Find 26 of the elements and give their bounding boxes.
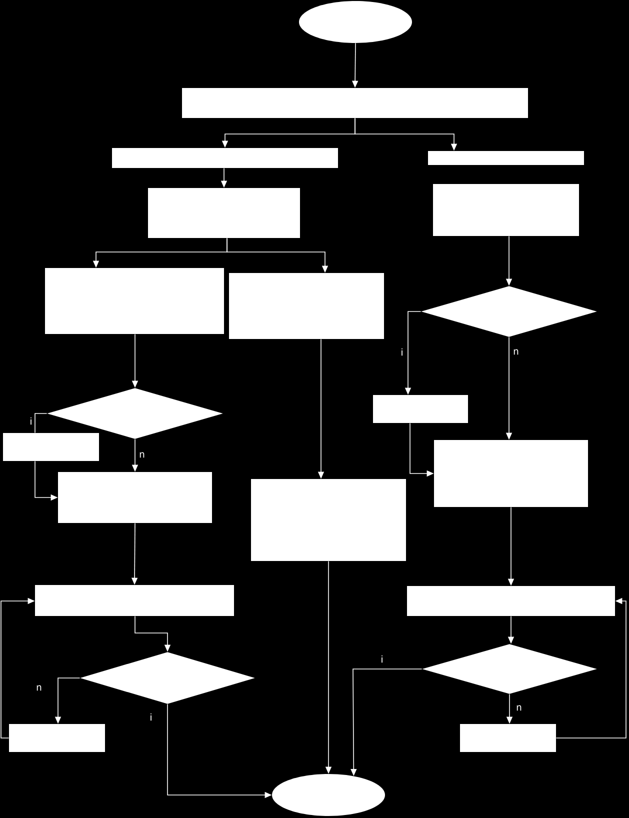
edge-label: i (29, 416, 33, 426)
process-box (460, 724, 556, 752)
process-box (434, 440, 588, 507)
process-box (251, 479, 406, 561)
connector-line (34, 413, 48, 434)
edge-label: i (380, 654, 384, 664)
process-box (112, 148, 338, 168)
process-box (9, 724, 105, 752)
process-box (148, 188, 300, 238)
process-box (373, 395, 468, 423)
terminal-oval (299, 0, 412, 43)
decision-diamond (422, 644, 597, 694)
process-box (229, 273, 384, 339)
process-box (58, 472, 212, 523)
process-box (433, 184, 579, 236)
process-box (3, 433, 99, 461)
process-box (182, 88, 528, 118)
process-box (45, 268, 224, 334)
process-box (407, 586, 615, 616)
edge-label: i (400, 348, 404, 356)
process-box (35, 585, 234, 616)
process-box (428, 151, 584, 165)
terminal-oval (272, 774, 385, 816)
decision-diamond (421, 286, 597, 337)
decision-diamond (80, 652, 255, 704)
edge-label: i (149, 712, 153, 722)
